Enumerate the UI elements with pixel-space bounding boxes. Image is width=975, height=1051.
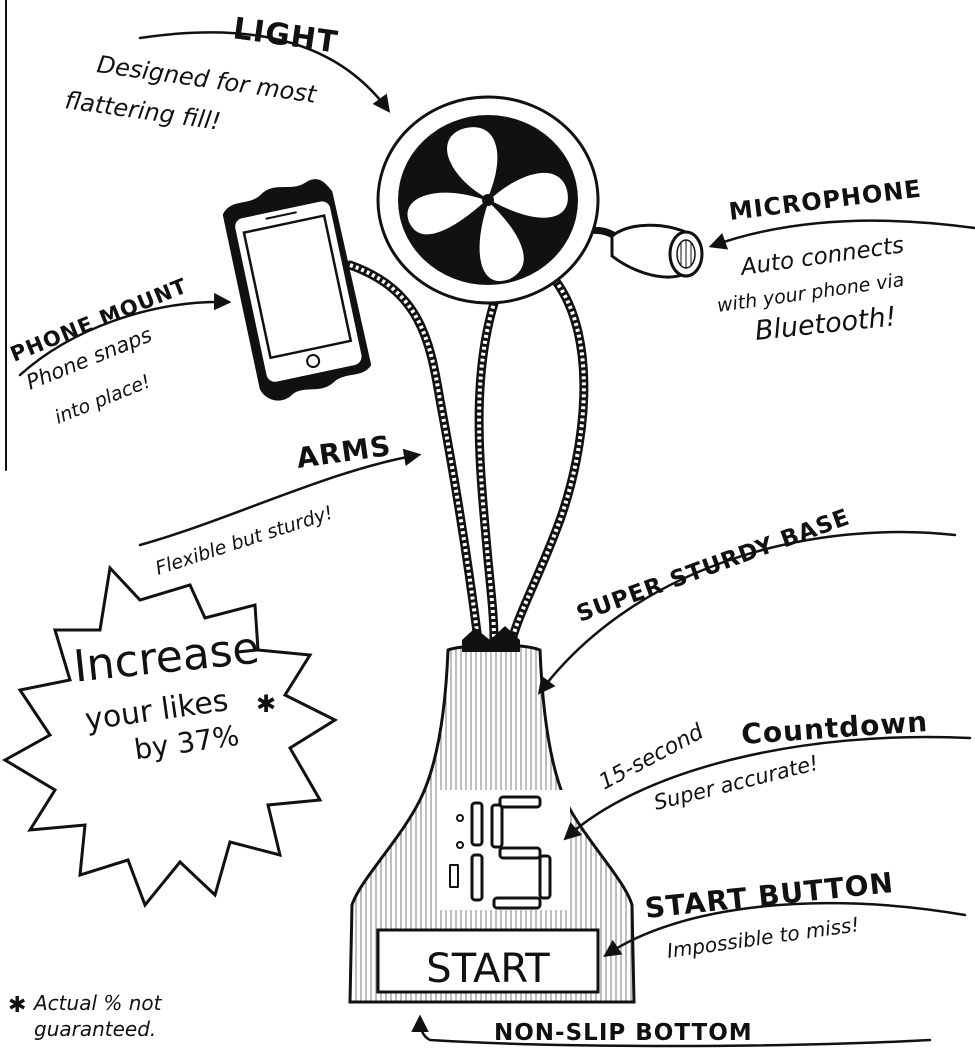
footnote: ✱ Actual % not guaranteed.	[8, 991, 163, 1041]
non-slip-title: NON-SLIP BOTTOM	[494, 1020, 753, 1046]
label-non-slip: NON-SLIP BOTTOM	[494, 1020, 753, 1046]
light-title: LIGHT	[231, 11, 340, 60]
microphone	[612, 225, 702, 277]
label-phone-mount: PHONE MOUNT Phone snaps into place!	[7, 274, 191, 429]
label-base: SUPER STURDY BASE	[573, 504, 853, 627]
arms-title: ARMS	[294, 429, 393, 475]
base-title: SUPER STURDY BASE	[573, 504, 853, 627]
label-start-button: START BUTTON Impossible to miss!	[643, 866, 895, 963]
start-button-label: START	[426, 946, 550, 992]
start-button[interactable]: START	[378, 930, 598, 992]
phone-mount	[219, 175, 374, 404]
countdown-title: Countdown	[740, 705, 929, 751]
countdown-line-1: Super accurate!	[651, 751, 820, 815]
footnote-line-2: guaranteed.	[34, 1017, 156, 1041]
arm-cable-right	[512, 280, 584, 640]
countdown-arrow	[566, 737, 970, 838]
label-light: LIGHT Designed for most flattering fill!	[63, 11, 340, 136]
arms-line-1: Flexible but sturdy!	[153, 502, 336, 580]
ring-light	[378, 97, 598, 303]
label-arms: ARMS Flexible but sturdy!	[153, 429, 394, 580]
label-microphone: MICROPHONE Auto connects with your phone…	[716, 175, 924, 347]
arm-cable-middle	[479, 300, 495, 640]
light-line-2: flattering fill!	[63, 86, 222, 136]
label-countdown: 15-second Countdown Super accurate!	[595, 705, 929, 815]
likes-burst: Increase your likes by 37% ✱	[5, 568, 335, 905]
footnote-line-1: Actual % not	[32, 991, 163, 1015]
footnote-asterisk: ✱	[8, 993, 26, 1018]
microphone-title: MICROPHONE	[727, 175, 923, 226]
burst-asterisk: ✱	[256, 690, 276, 718]
